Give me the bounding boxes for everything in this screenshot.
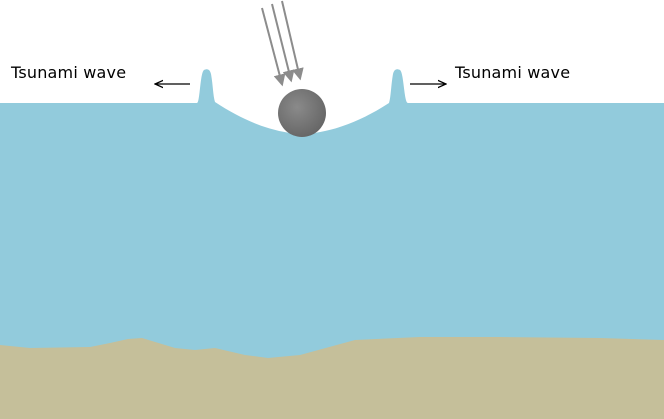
trajectory-line-1	[261, 7, 286, 87]
asteroid	[278, 89, 326, 137]
tsunami-wave-label-left: Tsunami wave	[11, 63, 127, 82]
trajectory-line-3	[281, 0, 304, 81]
trajectory-arrows	[261, 0, 304, 87]
ocean-water	[0, 69, 664, 419]
tsunami-wave-label-right: Tsunami wave	[455, 63, 571, 82]
seabed	[0, 337, 664, 419]
trajectory-line-2	[271, 3, 295, 83]
